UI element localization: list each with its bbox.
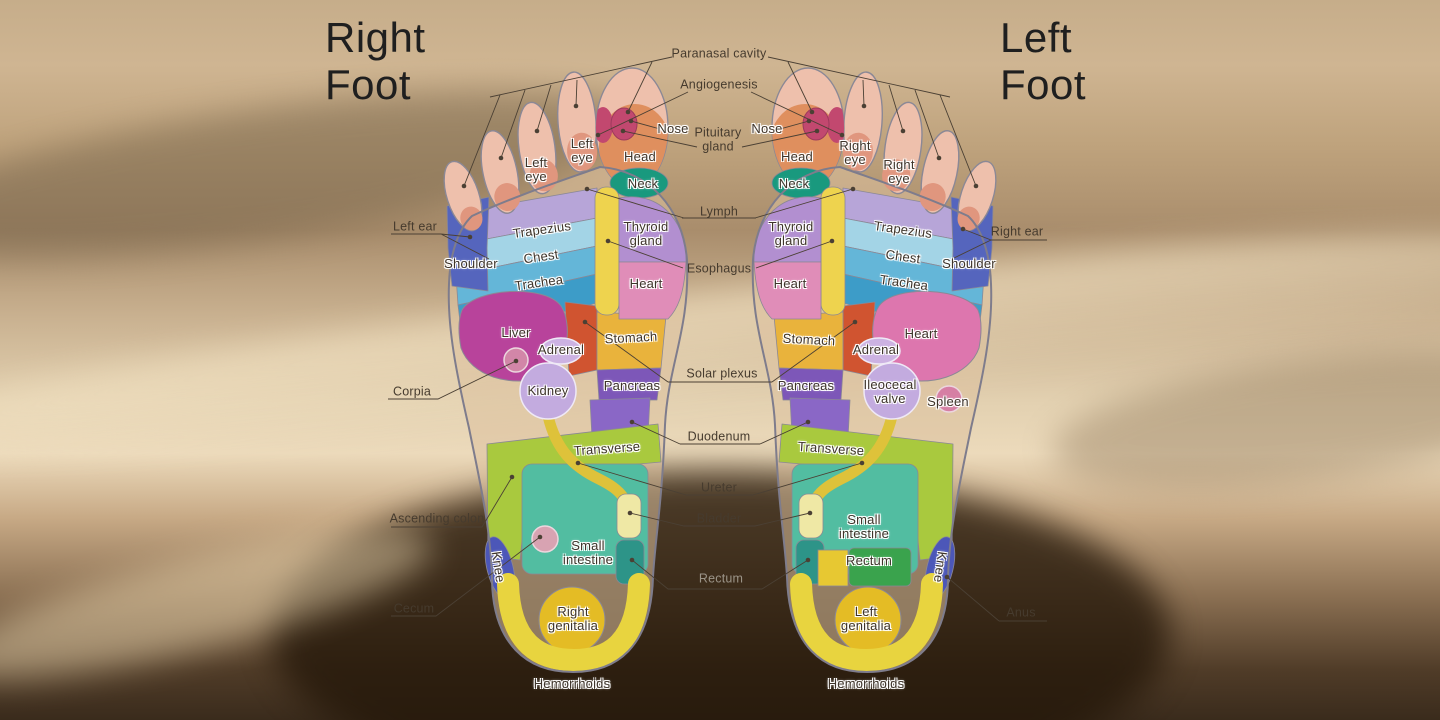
label-right-genitalia: Right genitalia	[547, 603, 599, 633]
label-right-eye-toe3: Right eye	[883, 156, 915, 186]
label-heart-left-outer: Heart	[904, 325, 938, 341]
label-duodenum: Duodenum	[687, 429, 751, 444]
region-spleen	[935, 385, 963, 413]
right-foot-title: Right Foot	[325, 14, 426, 109]
left-foot-organs	[817, 290, 982, 587]
left-foot-title: Left Foot	[1000, 14, 1087, 109]
label-liver: Liver	[501, 324, 531, 340]
right-foot-organs	[458, 290, 583, 553]
region-adrenal-left	[857, 337, 901, 365]
label-lymph: Lymph	[699, 204, 739, 219]
label-ascending-colon: Ascending colon	[389, 511, 485, 526]
label-solar-plexus: Solar plexus	[686, 366, 758, 381]
label-head-right-foot: Head	[624, 148, 656, 164]
dune-shadow	[270, 470, 1170, 720]
label-pancreas-right: Pancreas	[603, 377, 661, 393]
label-thyroid-right: Thyroid gland	[623, 218, 669, 248]
label-bladder: Bladder	[696, 511, 742, 526]
label-left-eye-toe3: Left eye	[524, 154, 548, 184]
leader-lines	[388, 56, 1047, 622]
label-ileocecal-valve: Ileocecal valve	[863, 376, 917, 406]
region-rectum-yellow	[817, 549, 849, 587]
region-rectum-green	[848, 547, 912, 587]
label-pituitary-gland: Pituitary gland	[694, 125, 742, 153]
label-rectum-left-foot: Rectum	[846, 552, 892, 568]
label-neck-right-foot: Neck	[627, 175, 659, 191]
label-small-intestine-right: Small intestine	[562, 537, 614, 567]
label-adrenal-right: Adrenal	[537, 341, 585, 357]
label-stomach-left: Stomach	[782, 330, 836, 349]
label-hemorrhoids-right: Hemorrhoids	[533, 675, 611, 691]
label-heart-left-inner: Heart	[773, 275, 807, 291]
region-adrenal-right	[539, 337, 583, 365]
label-esophagus: Esophagus	[686, 261, 752, 276]
label-nose-right: Nose	[751, 120, 783, 136]
label-pancreas-left: Pancreas	[777, 377, 835, 393]
label-ureter: Ureter	[701, 480, 737, 495]
label-nose-left: Nose	[657, 120, 689, 136]
label-left-genitalia: Left genitalia	[840, 603, 892, 633]
label-shoulder-right: Shoulder	[942, 255, 996, 271]
label-heart-right-inner: Heart	[629, 275, 663, 291]
label-kidney: Kidney	[527, 382, 569, 398]
region-cecum	[531, 525, 559, 553]
label-neck-left-foot: Neck	[778, 175, 810, 191]
label-right-ear: Right ear	[990, 224, 1044, 239]
label-knee-right: Knee	[488, 550, 509, 584]
label-stomach-right: Stomach	[604, 328, 658, 347]
label-right-eye-toe2: Right eye	[839, 137, 871, 167]
label-left-eye-toe2: Left eye	[570, 135, 594, 165]
label-cecum: Cecum	[393, 601, 435, 616]
label-knee-left: Knee	[930, 550, 951, 584]
label-adrenal-left: Adrenal	[852, 341, 900, 357]
label-left-ear: Left ear	[393, 219, 437, 234]
region-ileocecal-valve	[863, 362, 921, 420]
label-hemorrhoids-left: Hemorrhoids	[827, 675, 905, 691]
label-shoulder-left: Shoulder	[444, 255, 498, 271]
label-small-intestine-left: Small intestine	[838, 511, 890, 541]
label-corpia: Corpia	[392, 384, 432, 399]
label-anus: Anus	[1006, 605, 1036, 620]
label-rectum-center: Rectum	[698, 571, 744, 586]
label-angiogenesis: Angiogenesis	[680, 77, 758, 92]
leader-dots	[461, 103, 979, 580]
label-paranasal-cavity: Paranasal cavity	[671, 46, 767, 61]
label-thyroid-left: Thyroid gland	[768, 218, 814, 248]
label-head-left-foot: Head	[781, 148, 813, 164]
label-spleen: Spleen	[927, 393, 969, 409]
region-kidney	[519, 362, 577, 420]
